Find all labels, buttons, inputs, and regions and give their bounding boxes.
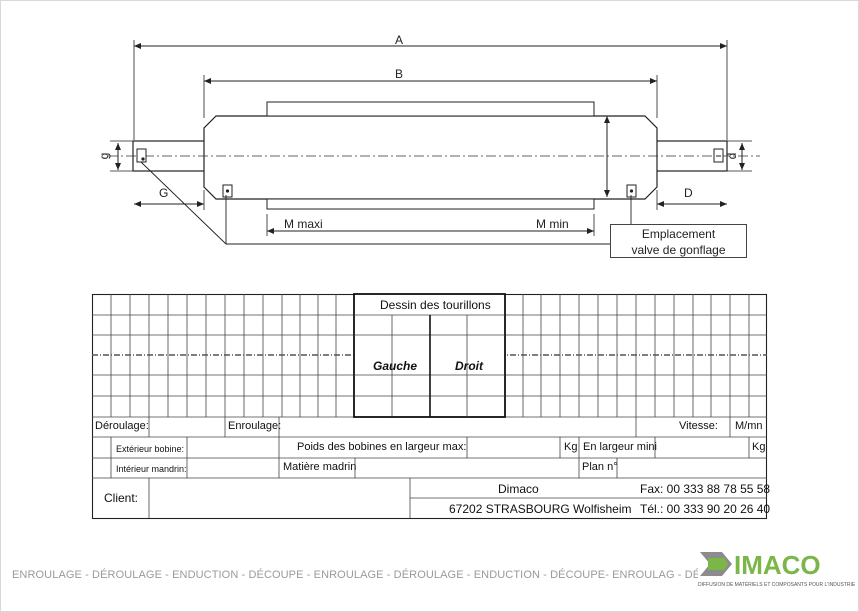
valve-label-line2: valve de gonflage	[631, 243, 726, 257]
fax-number: Fax: 00 333 88 78 55 58	[640, 482, 771, 496]
enroulage-label: Enroulage:	[228, 420, 282, 432]
dimaco-logo: IMACO	[698, 548, 830, 580]
dim-label-g: G	[159, 186, 168, 200]
dim-label-a: A	[395, 33, 403, 47]
poids-bobines-label: Poids des bobines en largeur max:	[297, 441, 467, 453]
row-interieur-lines	[186, 458, 618, 478]
top-coil-band	[266, 101, 595, 117]
row-deroulage-lines	[148, 417, 280, 437]
matiere-mandrin-label: Matière madrin	[283, 461, 357, 473]
bottom-coil-band	[266, 198, 595, 210]
valve-label-box: Emplacement valve de gonflage	[610, 224, 747, 258]
plan-no-label: Plan n°	[582, 461, 618, 473]
journal-right-label: Droit	[455, 359, 483, 373]
kg-label-1: Kg	[564, 441, 578, 453]
logo-tagline: DIFFUSION DE MATÉRIELS ET COMPOSANTS POU…	[698, 582, 856, 588]
row-exterieur-lines	[110, 437, 750, 478]
footer-tagline: ENROULAGE - DÉROULAGE - ENDUCTION - DÉCO…	[12, 569, 755, 581]
dim-label-m-min: M min	[536, 217, 569, 231]
grid-right-verticals	[522, 294, 750, 437]
dim-label-d: D	[684, 186, 693, 200]
deroulage-label: Déroulage:	[95, 420, 149, 432]
en-largeur-mini-label: En largeur mini	[583, 441, 657, 453]
vitesse-label: Vitesse:	[679, 420, 718, 432]
journal-drawing-title: Dessin des tourillons	[380, 298, 491, 312]
roller-body	[203, 115, 658, 200]
company-name: Dimaco	[498, 482, 539, 496]
tel-number: Tél.: 00 333 90 20 26 40	[640, 502, 771, 516]
client-block-lines	[148, 478, 767, 518]
company-address: 67202 STRASBOURG Wolfisheim	[449, 502, 632, 516]
valve-label-line1: Emplacement	[641, 227, 716, 241]
logo-text: IMACO	[734, 550, 821, 580]
exterieur-bobine-label: Extérieur bobine:	[116, 444, 185, 454]
dim-label-d-small: d	[725, 153, 739, 160]
client-label: Client:	[104, 491, 139, 505]
interieur-mandrin-label: Intérieur mandrin:	[116, 464, 187, 474]
journal-left-label: Gauche	[373, 359, 418, 373]
dim-label-m-maxi: M maxi	[284, 217, 323, 231]
vitesse-unit: M/mn	[735, 420, 763, 432]
kg-label-2: Kg	[752, 441, 766, 453]
dim-label-g-small: g	[97, 153, 111, 160]
dim-label-b: B	[395, 67, 403, 81]
